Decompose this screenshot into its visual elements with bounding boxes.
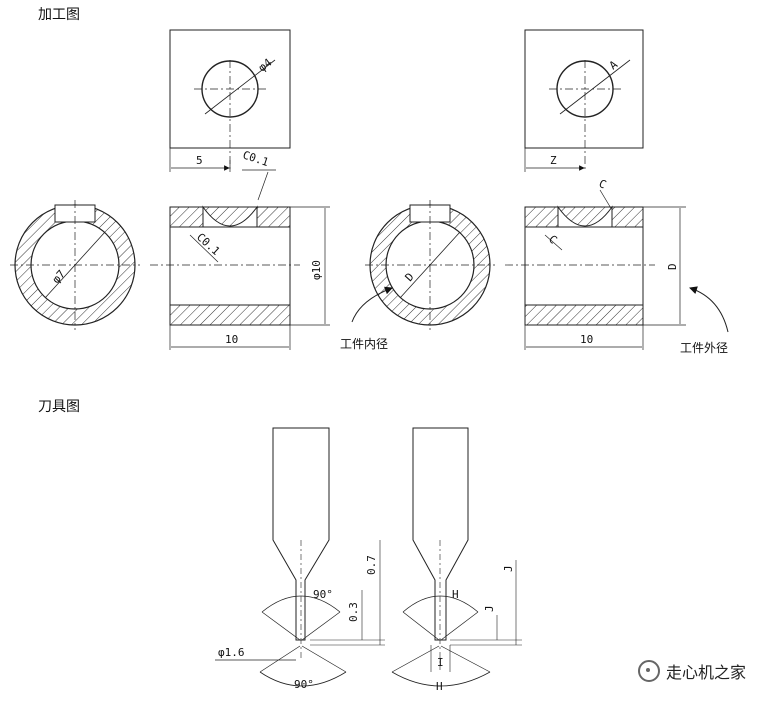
dim-len10-left: 10 bbox=[225, 333, 238, 346]
section-title-processing: 加工图 bbox=[38, 7, 80, 23]
right-side-section: D C 10 bbox=[505, 205, 729, 350]
dim-5: 5 bbox=[196, 154, 203, 167]
dim-I: I bbox=[437, 656, 444, 669]
dim-D-side: D bbox=[666, 263, 679, 270]
section-title-tool: 刀具图 bbox=[38, 399, 80, 415]
watermark-text: 走心机之家 bbox=[665, 663, 746, 682]
right-top-view: A Z C bbox=[524, 29, 644, 211]
dim-J-top: J bbox=[502, 565, 515, 572]
dim-phi4: φ4 bbox=[256, 56, 275, 75]
dim-J-small: J bbox=[483, 605, 496, 612]
dim-angle90-bottom: 90° bbox=[294, 678, 314, 691]
dim-0.3: 0.3 bbox=[347, 602, 360, 622]
left-side-section: φ10 C0.1 10 bbox=[150, 205, 330, 350]
dim-c01-top: C0.1 bbox=[241, 148, 270, 169]
left-top-view: φ4 5 C0.1 bbox=[169, 29, 291, 201]
dim-C-top: C bbox=[597, 177, 608, 192]
dim-Z: Z bbox=[550, 154, 557, 167]
dim-len10-right: 10 bbox=[580, 333, 593, 346]
label-workpiece-outer: 工件外径 bbox=[680, 341, 728, 355]
dim-H-top: H bbox=[452, 588, 459, 601]
dim-H-bottom: H bbox=[436, 680, 443, 693]
right-end-view: D bbox=[351, 200, 495, 330]
dim-angle90-top: 90° bbox=[313, 588, 333, 601]
label-workpiece-inner: 工件内径 bbox=[340, 337, 388, 351]
dim-c01-inner: C0.1 bbox=[194, 231, 222, 258]
tool-left: 90° 90° φ1.6 0.7 0.3 bbox=[215, 427, 385, 691]
dim-phi16: φ1.6 bbox=[218, 646, 245, 659]
wechat-icon bbox=[637, 660, 660, 682]
dim-0.7: 0.7 bbox=[365, 555, 378, 575]
left-end-view: φ7 bbox=[10, 200, 140, 330]
dim-A: A bbox=[607, 58, 621, 73]
tool-right: H H I J J bbox=[391, 427, 522, 693]
dim-phi10: φ10 bbox=[310, 260, 323, 280]
dim-C-inner: C bbox=[546, 233, 560, 247]
watermark: 走心机之家 bbox=[637, 659, 746, 683]
